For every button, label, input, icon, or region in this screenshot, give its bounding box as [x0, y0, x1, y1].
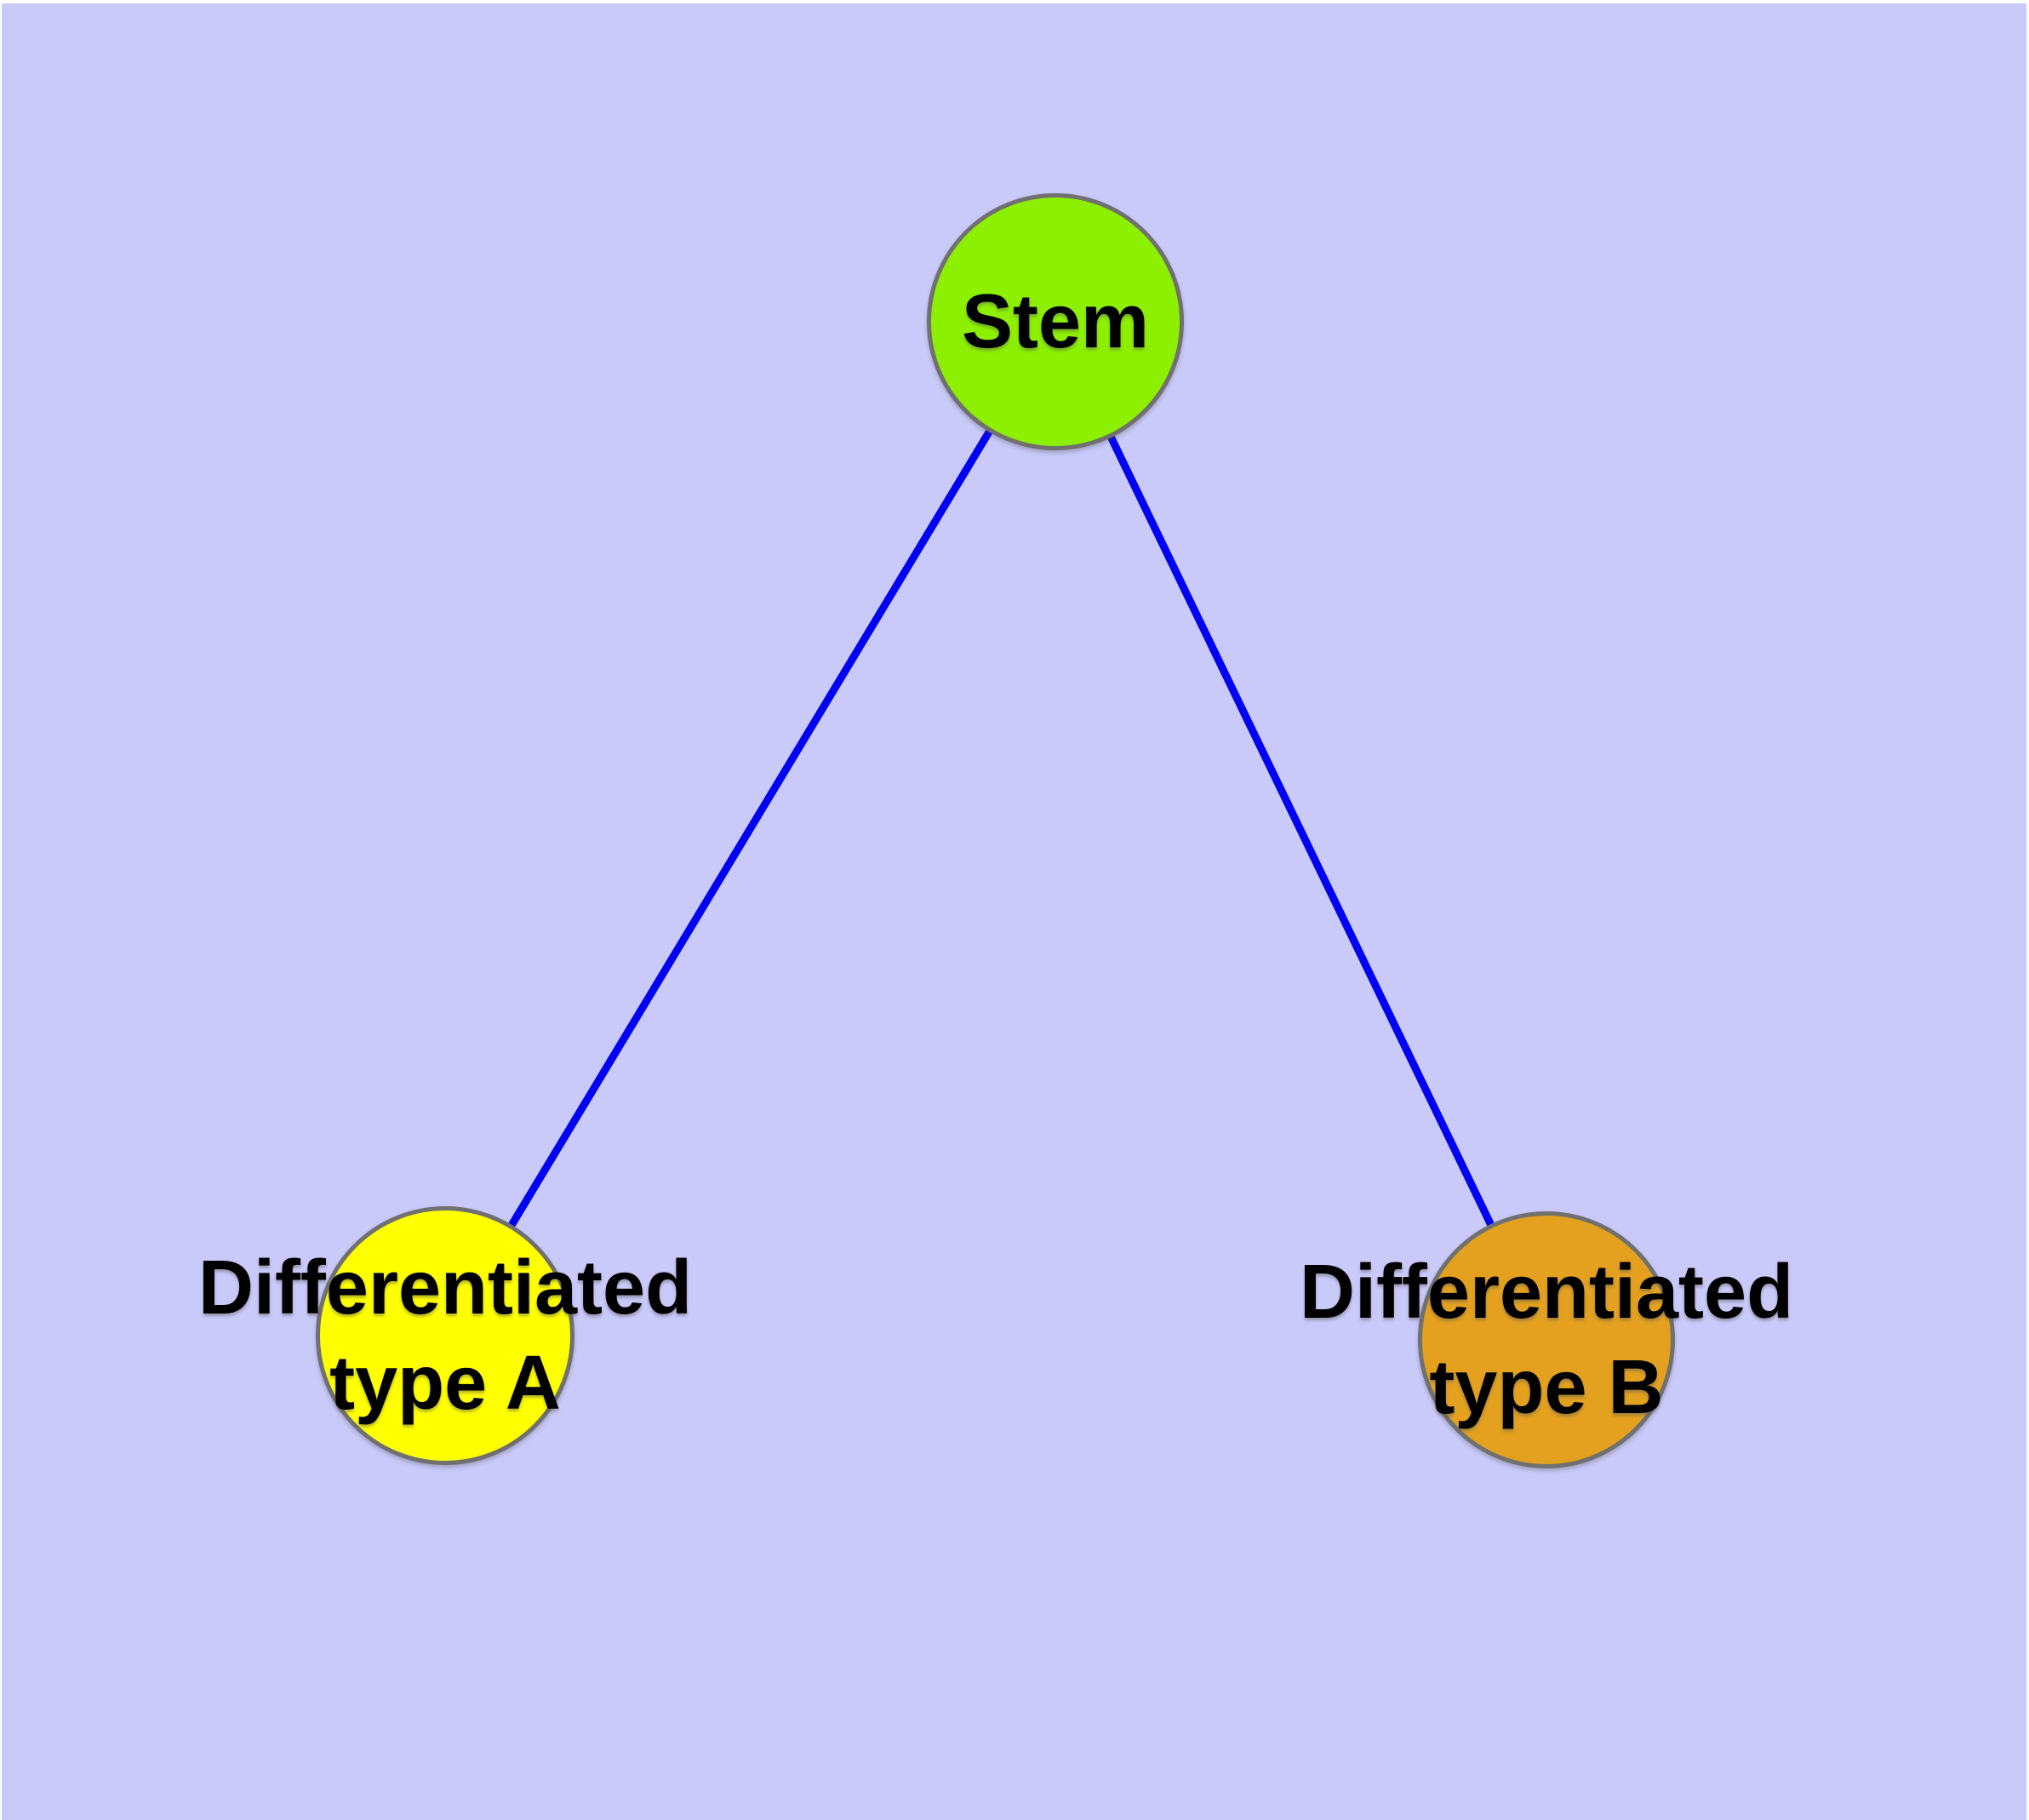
stem-node-circle [927, 193, 1184, 450]
edge-layer [442, 319, 1551, 1342]
edge-stem-to-type-b [1051, 320, 1551, 1342]
type-a-node-circle [316, 1206, 574, 1465]
type-b-node-circle [1418, 1211, 1675, 1468]
edge-stem-to-type-a [442, 319, 1059, 1338]
plot-background: Stem Differentiated type A Differentiate… [2, 3, 2026, 1820]
